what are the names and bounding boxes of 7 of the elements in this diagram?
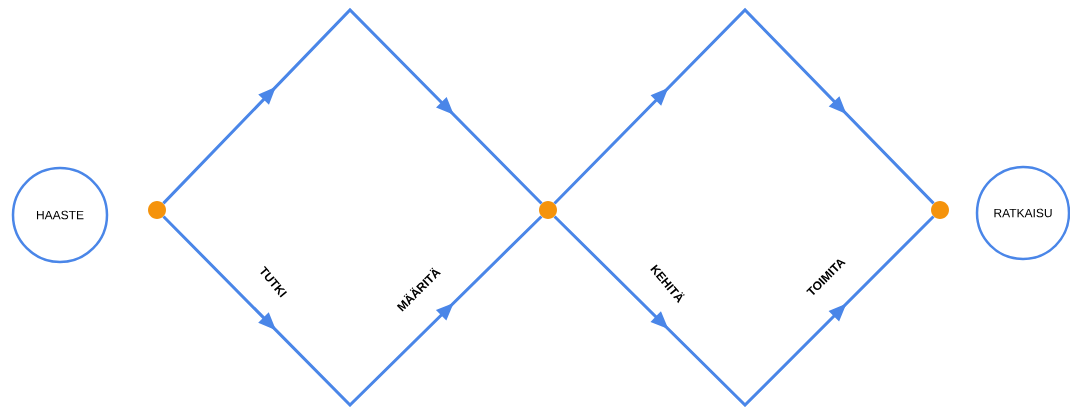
arrow: [162, 7, 543, 205]
junction-dot: [539, 201, 557, 219]
arrow: [553, 215, 935, 407]
junction-dot: [148, 201, 166, 219]
arrow: [553, 7, 935, 205]
junction-dot: [931, 201, 949, 219]
arrow: [162, 215, 543, 407]
